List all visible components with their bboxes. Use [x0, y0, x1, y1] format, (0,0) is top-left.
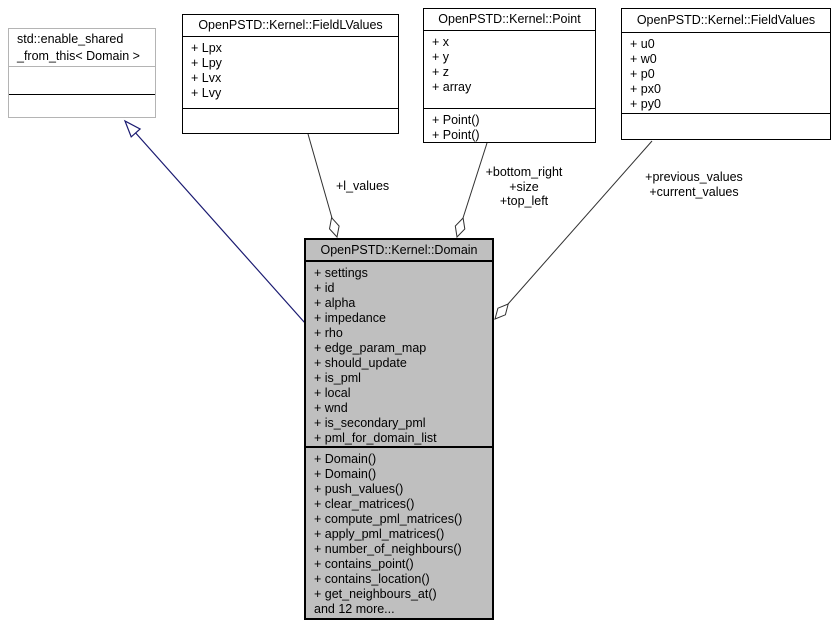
method-list: + Point()+ Point()	[424, 109, 595, 142]
edge-label-point: +bottom_right+size+top_left	[454, 165, 594, 209]
edge-label-line: +bottom_right	[485, 165, 563, 179]
attribute-item: + Lvx	[191, 71, 222, 85]
edge-label-l-values: +l_values	[336, 179, 390, 193]
method-item: + push_values()	[314, 482, 404, 496]
attribute-item: + x	[432, 35, 450, 49]
attribute-item: + is_secondary_pml	[314, 416, 426, 430]
attribute-item: + px0	[630, 82, 661, 96]
class-title: OpenPSTD::Kernel::FieldLValues	[183, 15, 398, 37]
method-item: + Domain()	[314, 467, 377, 481]
attribute-list: + settings+ id+ alpha+ impedance+ rho+ e…	[306, 262, 492, 448]
method-item: + contains_point()	[314, 557, 414, 571]
attribute-item: + should_update	[314, 356, 407, 370]
attribute-item: + local	[314, 386, 351, 400]
attribute-list: + x+ y+ z+ array	[424, 31, 595, 109]
attribute-item: + rho	[314, 326, 343, 340]
attribute-item: + Lpy	[191, 56, 222, 70]
attribute-list: + u0+ w0+ p0+ px0+ py0	[622, 33, 830, 114]
attribute-list	[9, 67, 155, 95]
attribute-item: + y	[432, 50, 450, 64]
aggregation-diamond-icon	[454, 216, 466, 239]
aggregation-diamond-icon	[494, 303, 509, 320]
method-item: + get_neighbours_at()	[314, 587, 437, 601]
class-title: OpenPSTD::Kernel::FieldValues	[622, 9, 830, 33]
method-item: + contains_location()	[314, 572, 430, 586]
attribute-item: + settings	[314, 266, 368, 280]
method-list: + Domain()+ Domain()+ push_values()+ cle…	[306, 448, 492, 618]
edge-label-line: +current_values	[649, 184, 739, 199]
attribute-item: + z	[432, 65, 450, 79]
method-item: and 12 more...	[314, 602, 395, 616]
method-item: + Domain()	[314, 452, 377, 466]
edge-label-field-values: +previous_values+current_values	[624, 170, 764, 199]
attribute-item: + is_pml	[314, 371, 361, 385]
attribute-item: + array	[432, 80, 472, 94]
edge-label-line: +previous_values	[645, 170, 743, 184]
method-item: + Point()	[432, 113, 480, 127]
method-item: + apply_pml_matrices()	[314, 527, 445, 541]
inheritance-edge-line	[135, 132, 306, 324]
edge-field-values-line	[507, 140, 653, 305]
class-box-field-values[interactable]: OpenPSTD::Kernel::FieldValues + u0+ w0+ …	[621, 8, 831, 140]
method-list	[622, 114, 830, 139]
attribute-item: + id	[314, 281, 335, 295]
attribute-item: + edge_param_map	[314, 341, 427, 355]
edge-l-values-line	[307, 133, 333, 219]
attribute-item: + impedance	[314, 311, 386, 325]
attribute-item: + Lvy	[191, 86, 222, 100]
inheritance-arrowhead-icon	[123, 119, 142, 138]
class-title: OpenPSTD::Kernel::Domain	[306, 240, 492, 262]
method-item: + number_of_neighbours()	[314, 542, 462, 556]
edge-label-line: +size	[509, 179, 539, 194]
edge-point-line	[462, 142, 488, 219]
attribute-list: + Lpx+ Lpy+ Lvx+ Lvy	[183, 37, 398, 109]
method-item: + compute_pml_matrices()	[314, 512, 463, 526]
class-box-enable-shared-from-this[interactable]: std::enable_shared _from_this< Domain >	[8, 28, 156, 118]
aggregation-diamond-icon	[328, 216, 340, 239]
attribute-item: + wnd	[314, 401, 348, 415]
class-box-point[interactable]: OpenPSTD::Kernel::Point + x+ y+ z+ array…	[423, 8, 596, 143]
class-title: std::enable_shared _from_this< Domain >	[9, 29, 155, 67]
class-box-domain[interactable]: OpenPSTD::Kernel::Domain + settings+ id+…	[304, 238, 494, 620]
method-item: + clear_matrices()	[314, 497, 415, 511]
attribute-item: + Lpx	[191, 41, 222, 55]
attribute-item: + alpha	[314, 296, 356, 310]
class-box-field-l-values[interactable]: OpenPSTD::Kernel::FieldLValues + Lpx+ Lp…	[182, 14, 399, 134]
attribute-item: + p0	[630, 67, 655, 81]
class-title: OpenPSTD::Kernel::Point	[424, 9, 595, 31]
edge-label-line: +top_left	[499, 194, 549, 208]
attribute-item: + w0	[630, 52, 657, 66]
method-list	[9, 95, 155, 117]
attribute-item: + pml_for_domain_list	[314, 431, 437, 445]
method-list	[183, 109, 398, 133]
attribute-item: + u0	[630, 37, 655, 51]
attribute-item: + py0	[630, 97, 661, 111]
method-item: + Point()	[432, 128, 480, 142]
